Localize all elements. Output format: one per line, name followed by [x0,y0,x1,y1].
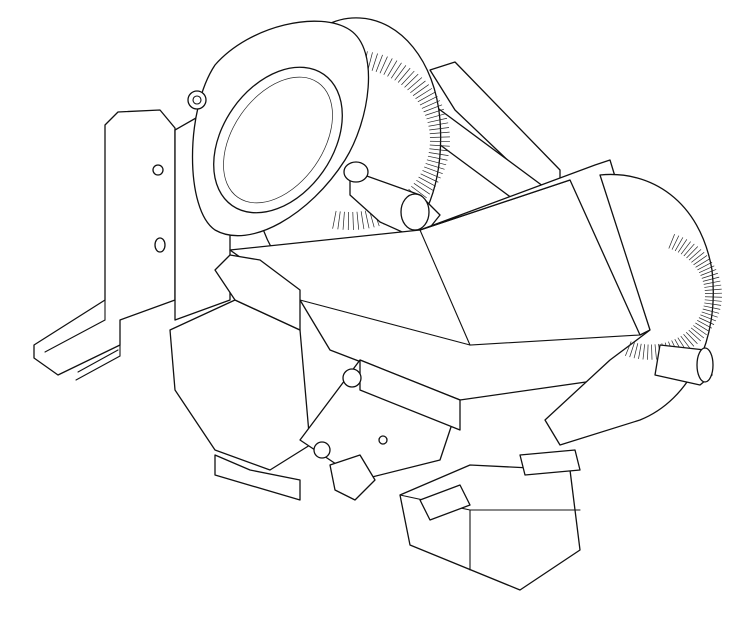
knurl-line [352,211,354,230]
knurl-line [429,148,450,152]
knurl-line [668,233,675,249]
knurl-line [428,152,449,156]
knurl-line [674,237,684,252]
knurl-line [342,211,345,230]
knurl-line [691,252,705,263]
knurl-line [638,343,642,360]
knurl-line [698,317,715,325]
knurl-line [703,305,721,310]
knurl-line [371,53,378,71]
knurl-line [411,186,427,199]
knurl-line [425,163,445,170]
knurl-line [698,265,715,274]
knurl-line [629,342,635,358]
knurl-line [704,284,722,288]
knurl-line [387,60,398,77]
knurl-line [401,70,415,86]
knurl-line [702,276,720,282]
knurl-line [688,329,701,342]
knurl-line [424,166,443,175]
knurl-line [701,272,718,279]
knurl-line [360,211,365,230]
knurl-line [407,77,423,91]
knurl-line [427,155,448,161]
knurl-line [701,311,718,318]
knurl-line [337,211,341,230]
knurl-line [429,127,450,131]
knurl-line [429,136,450,138]
knurl-line [704,302,722,306]
knurl-line [422,170,441,179]
knurl-line [428,122,449,127]
knurl-line [383,58,393,75]
knurl-line [413,183,431,195]
knurl-line [642,344,645,360]
knurl-line [425,108,445,116]
knurl-line [693,255,708,266]
knurl-line [625,341,632,357]
adjustment-knob-left [343,161,441,241]
knurl-line [426,113,446,120]
knurl-line [704,288,722,291]
knurl-line [697,261,713,271]
knurl-line [704,299,722,302]
knurl-line [690,327,705,339]
knurl-line [367,52,373,70]
knurl-line [683,333,695,347]
knurl-line [429,144,450,147]
knurl-line [695,322,710,332]
right-knurled-cylinder [544,173,722,446]
knurl-line [356,211,360,230]
knurl-line [680,335,691,349]
knurl-line [647,344,649,360]
knurl-line [410,80,426,94]
knurl-line [416,179,434,191]
knurl-line [427,117,448,123]
knurl-line [419,96,438,106]
knurl-line [364,210,370,229]
knurl-line [417,92,435,103]
knurl-line [680,241,691,255]
knurl-line [686,246,699,259]
knurl-line [423,104,443,113]
knurl-line [421,100,441,109]
knurl-line [695,258,710,268]
knurl-line [654,344,657,360]
knurl-line [688,249,702,261]
knurl-line [685,332,698,345]
knurl-line [394,65,407,81]
knurl-line [702,308,720,314]
knurl-line [418,176,436,187]
knurl-line [332,210,337,229]
knurl-line [397,67,411,83]
knurl-line [703,280,721,285]
front-block [169,254,461,501]
adjustment-ring [187,17,450,281]
knurl-line [700,314,717,322]
knurl-line [683,243,695,257]
mounting-bracket [33,109,176,381]
knurl-line [704,296,722,298]
knurl-line [700,269,717,276]
knurl-line [693,325,707,336]
knurl-line [426,159,447,166]
knurl-line [412,84,430,96]
knurl-line [671,235,680,250]
knurl-line [390,62,402,79]
connector-box [399,449,581,591]
knurl-line [379,56,388,74]
knurl-line [420,173,439,183]
knurl-line [677,239,688,253]
knurl-line [633,343,639,359]
knurl-line [697,320,713,329]
knurl-line [375,54,383,73]
knurl-line [415,88,433,99]
knurl-line [429,131,450,135]
knurl-line [404,73,419,88]
